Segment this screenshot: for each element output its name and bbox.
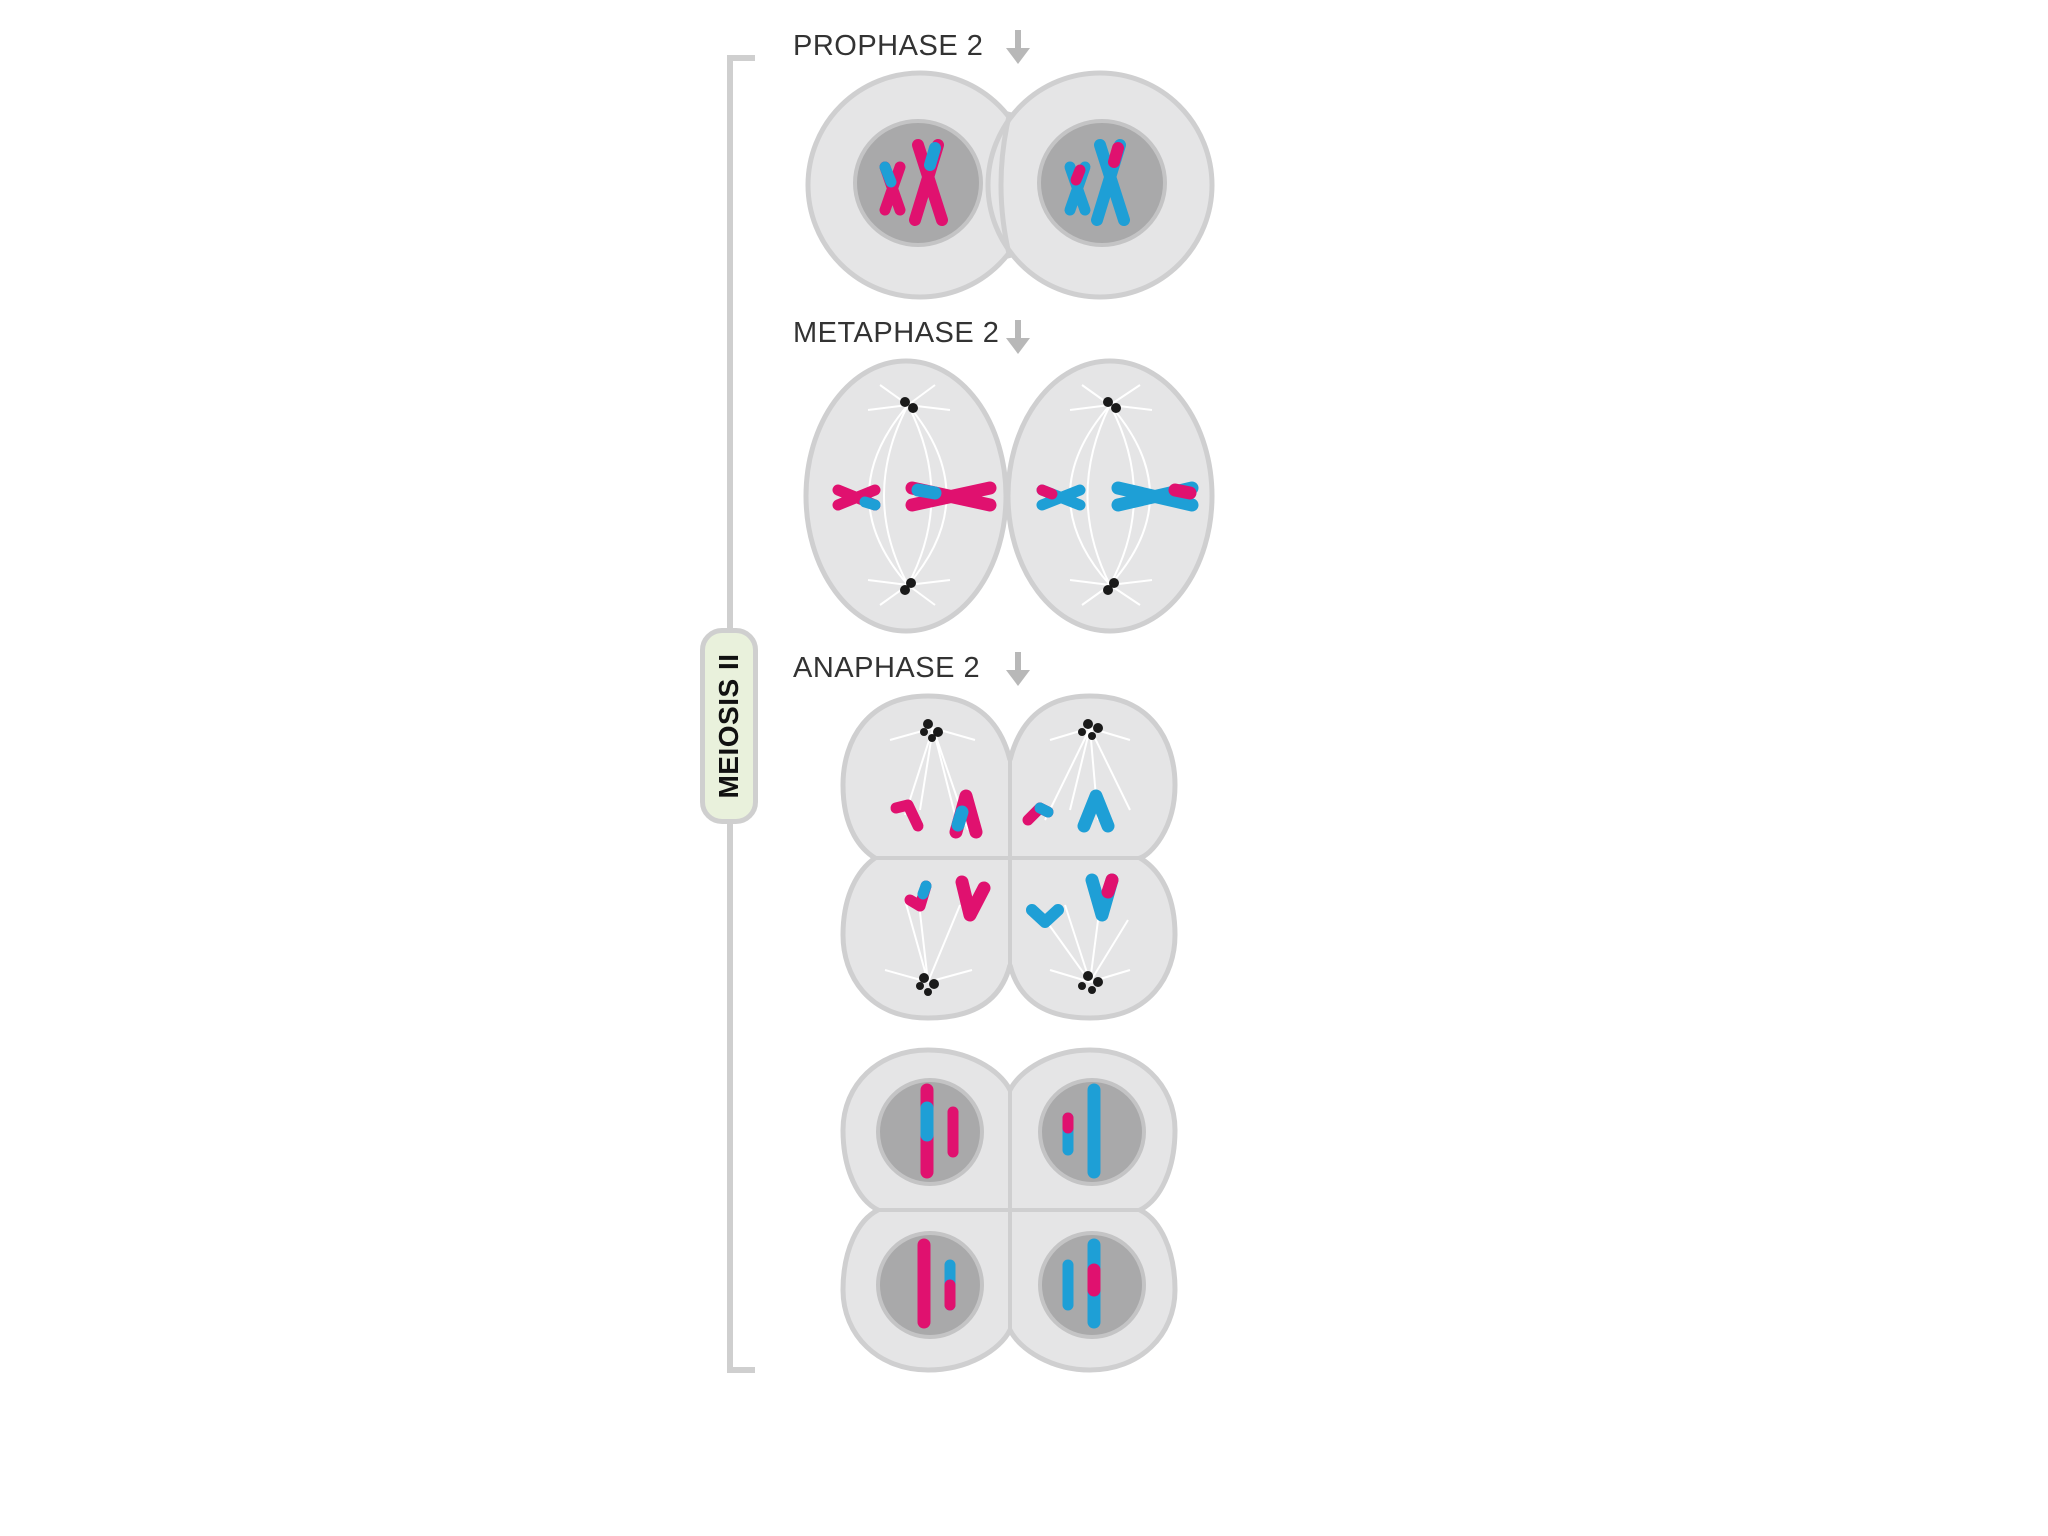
arrow-down-icon bbox=[1006, 652, 1030, 686]
chromosome-pair-left bbox=[879, 139, 948, 226]
metaphase-chromosomes-left bbox=[832, 481, 997, 512]
meiosis-ii-label: MEIOSIS II bbox=[700, 628, 758, 824]
daughter-cells bbox=[840, 1047, 1178, 1373]
arrow-down-icon bbox=[1006, 30, 1030, 64]
arrow-down-icon bbox=[1006, 320, 1030, 354]
anaphase-centrosomes bbox=[916, 719, 1103, 996]
prophase-2-label: PROPHASE 2 bbox=[793, 30, 984, 62]
metaphase-chromosomes-right bbox=[1036, 481, 1199, 512]
anaphase-2-cells bbox=[840, 693, 1178, 1021]
prophase-2-cells bbox=[805, 70, 1215, 300]
anaphase-chromosomes-upper bbox=[890, 789, 1115, 839]
anaphase-2-label: ANAPHASE 2 bbox=[793, 652, 981, 684]
metaphase-2-cells bbox=[803, 358, 1215, 634]
metaphase-2-label: METAPHASE 2 bbox=[793, 317, 1000, 349]
telophase-chromosomes bbox=[917, 1083, 1101, 1329]
centrosomes bbox=[900, 397, 1121, 595]
prophase-cell-right bbox=[985, 70, 1215, 300]
chromosome-pair-right bbox=[1064, 139, 1130, 226]
anaphase-chromosomes-lower bbox=[904, 873, 1119, 928]
